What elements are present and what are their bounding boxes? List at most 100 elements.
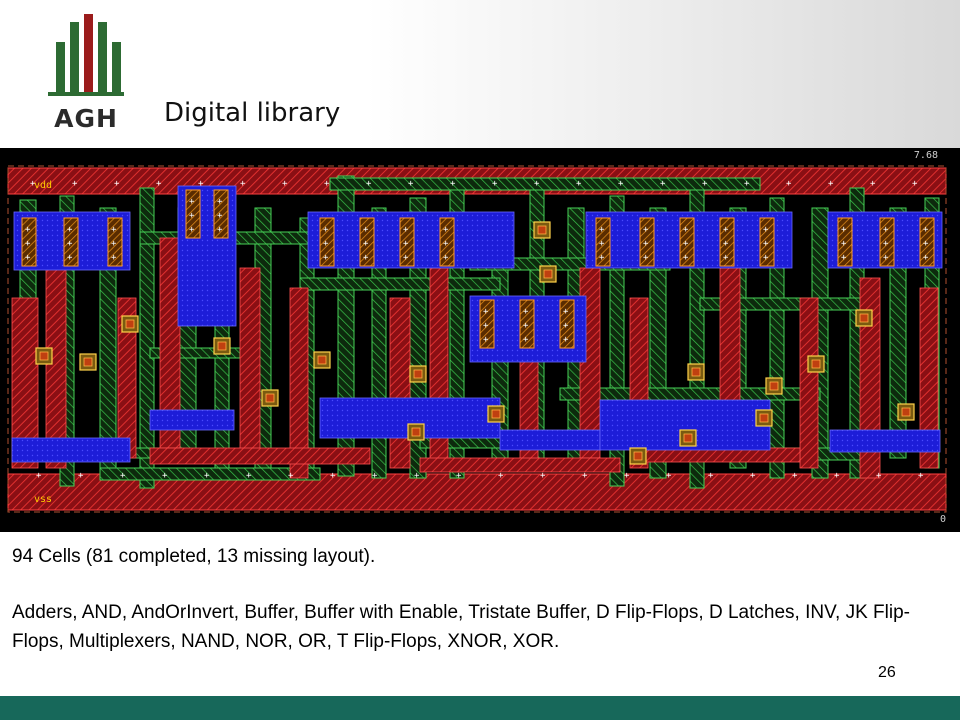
contact-cross: + xyxy=(723,253,729,263)
contact-cross: + xyxy=(111,239,117,249)
diffusion-region xyxy=(499,429,601,451)
contact-via xyxy=(633,451,643,461)
contact-via xyxy=(859,313,869,323)
slide-header: AGH Digital library xyxy=(0,0,960,148)
rail-via: + xyxy=(660,179,666,189)
rail-via: + xyxy=(834,471,840,481)
contact-via xyxy=(683,433,693,443)
contact-cross: + xyxy=(483,335,489,345)
rail-via: + xyxy=(324,179,330,189)
rail-via: + xyxy=(240,179,246,189)
rail-via: + xyxy=(750,471,756,481)
contact-cross: + xyxy=(25,253,31,263)
transistor-column xyxy=(879,217,895,267)
contact-cross: + xyxy=(483,321,489,331)
transistor-column xyxy=(679,217,695,267)
contact-cross: + xyxy=(25,225,31,235)
contact-via xyxy=(39,351,49,361)
contact-cross: + xyxy=(523,335,529,345)
contact-cross: + xyxy=(443,239,449,249)
metal-strap xyxy=(799,297,819,469)
transistor-column xyxy=(439,217,455,267)
contact-cross: + xyxy=(643,239,649,249)
rail-via: + xyxy=(786,179,792,189)
contact-cross: + xyxy=(111,225,117,235)
contact-cross: + xyxy=(883,239,889,249)
contact-cross: + xyxy=(189,225,195,235)
contact-cross: + xyxy=(841,225,847,235)
rail-via: + xyxy=(876,471,882,481)
contact-cross: + xyxy=(723,225,729,235)
rail-via: + xyxy=(912,179,918,189)
rail-via: + xyxy=(744,179,750,189)
rail-via: + xyxy=(540,471,546,481)
rail-via: + xyxy=(534,179,540,189)
contact-cross: + xyxy=(683,225,689,235)
transistor-column xyxy=(639,217,655,267)
rail-via: + xyxy=(366,179,372,189)
contact-cross: + xyxy=(883,225,889,235)
layout-drawing: + + + + + + + + + + + + + + + + + + + + + + + + + + + + + + + + + + + + + + + +… xyxy=(7,165,947,513)
logo-text: AGH xyxy=(54,104,118,133)
rail-via: + xyxy=(372,471,378,481)
poly-wire xyxy=(889,207,907,459)
rail-via: + xyxy=(72,179,78,189)
vdd-label: vdd xyxy=(34,180,52,191)
contact-cross: + xyxy=(363,225,369,235)
diffusion-region xyxy=(11,437,131,463)
diffusion-region xyxy=(829,429,941,453)
contact-cross: + xyxy=(599,225,605,235)
rail-via: + xyxy=(162,471,168,481)
rail-via: + xyxy=(78,471,84,481)
transistor-column xyxy=(21,217,37,267)
metal-strap xyxy=(859,277,881,479)
contact-cross: + xyxy=(643,253,649,263)
contact-via xyxy=(769,381,779,391)
contact-via xyxy=(543,269,553,279)
contact-via xyxy=(317,355,327,365)
contact-cross: + xyxy=(323,239,329,249)
contact-cross: + xyxy=(763,253,769,263)
rail-via: + xyxy=(576,179,582,189)
rail-via: + xyxy=(918,471,924,481)
poly-wire-horizontal xyxy=(329,177,761,191)
contact-cross: + xyxy=(643,225,649,235)
rail-via: + xyxy=(414,471,420,481)
rail-via: + xyxy=(498,471,504,481)
contact-via xyxy=(901,407,911,417)
contact-via xyxy=(217,341,227,351)
diffusion-region xyxy=(149,409,235,431)
footer-bar xyxy=(0,696,960,720)
rail-via: + xyxy=(156,179,162,189)
transistor-column xyxy=(559,299,575,349)
contact-cross: + xyxy=(683,253,689,263)
transistor-column xyxy=(359,217,375,267)
rail-via: + xyxy=(36,471,42,481)
contact-via xyxy=(413,369,423,379)
rail-via: + xyxy=(492,179,498,189)
metal-strap xyxy=(289,287,309,479)
contact-via xyxy=(411,427,421,437)
rail-via: + xyxy=(246,471,252,481)
contact-cross: + xyxy=(217,211,223,221)
rail-via: + xyxy=(282,179,288,189)
contact-cross: + xyxy=(683,239,689,249)
scale-label: 7.68 xyxy=(913,150,938,161)
metal-strap xyxy=(149,447,371,465)
metal-strap xyxy=(419,457,621,473)
poly-wire-horizontal xyxy=(99,467,321,481)
contact-cross: + xyxy=(403,225,409,235)
agh-logo: AGH xyxy=(48,14,124,138)
rail-via: + xyxy=(702,179,708,189)
rail-via: + xyxy=(288,471,294,481)
poly-wire-horizontal xyxy=(299,277,501,291)
contact-via xyxy=(691,367,701,377)
contact-via xyxy=(759,413,769,423)
slide-title: Digital library xyxy=(164,98,341,128)
rail-via: + xyxy=(450,179,456,189)
contact-cross: + xyxy=(363,253,369,263)
rail-via: + xyxy=(456,471,462,481)
contact-cross: + xyxy=(599,239,605,249)
transistor-column xyxy=(919,217,935,267)
contact-cross: + xyxy=(67,225,73,235)
